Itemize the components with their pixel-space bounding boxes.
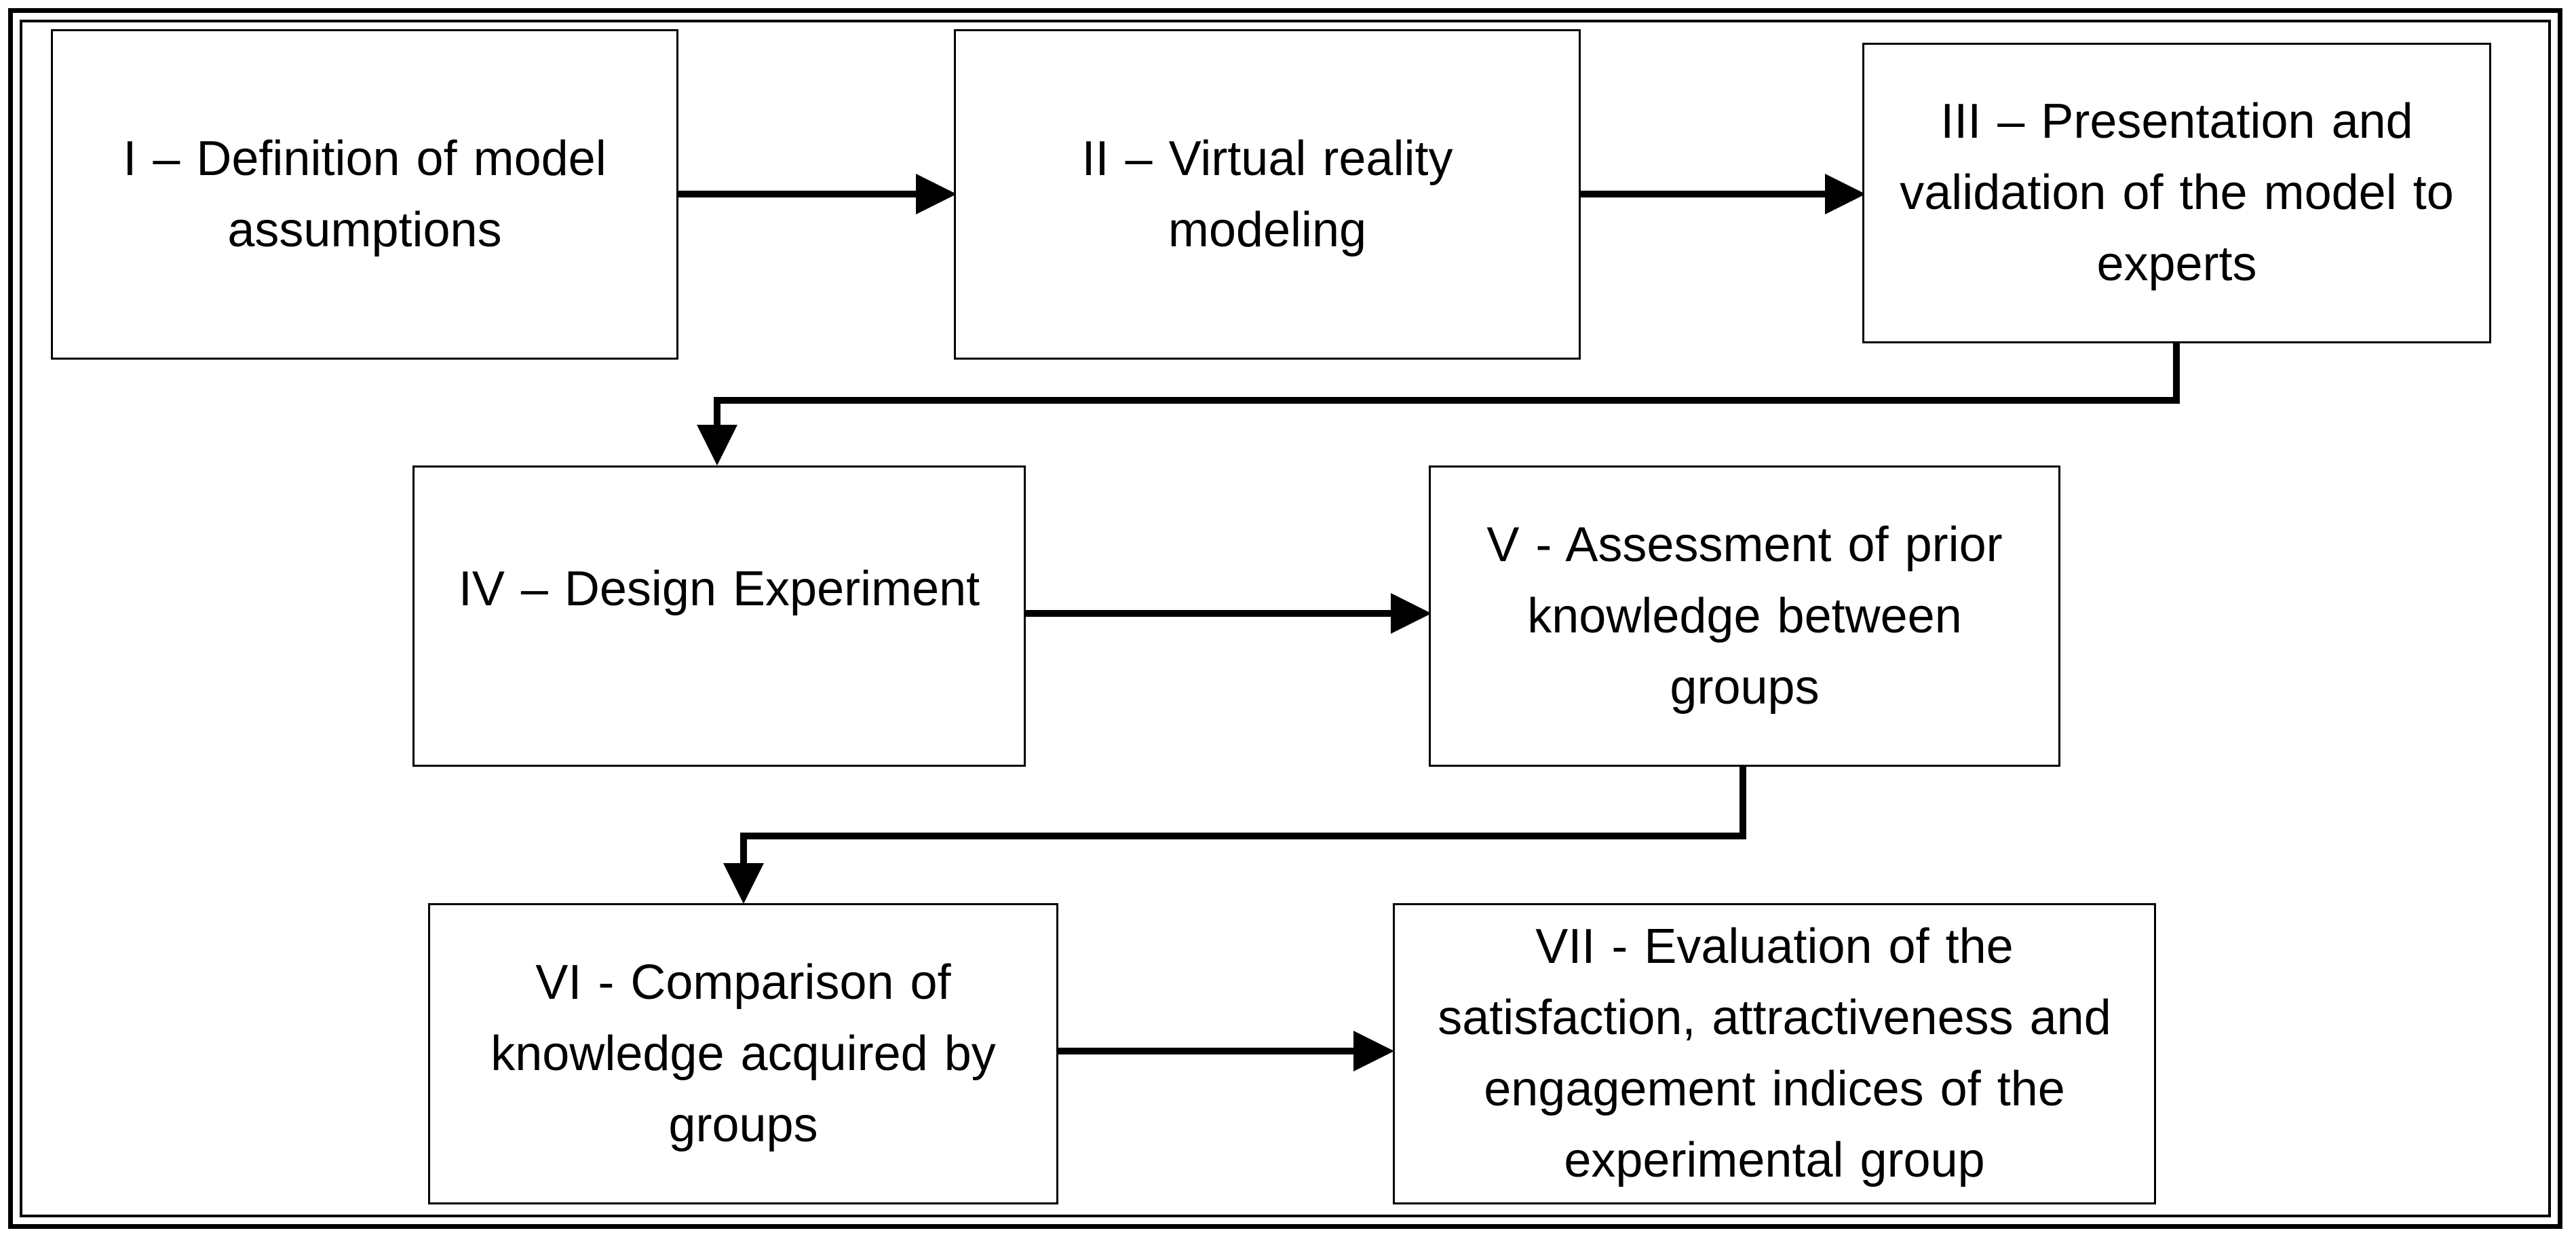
step-v-box: V - Assessment of prior knowledge betwee… xyxy=(1429,465,2060,767)
step-vii-label: VII - Evaluation of the satisfaction, at… xyxy=(1438,919,2111,1187)
step-iii-label: III – Presentation and validation of the… xyxy=(1900,94,2454,291)
step-iv-label: IV – Design Experiment xyxy=(458,561,980,616)
step-vi-box: VI - Comparison of knowledge acquired by… xyxy=(428,903,1058,1204)
diagram-outer-frame xyxy=(8,8,2562,1229)
step-i-label: I – Definition of model assumptions xyxy=(123,131,607,257)
step-ii-label: II – Virtual reality modeling xyxy=(1081,131,1453,257)
step-ii-box: II – Virtual reality modeling xyxy=(954,29,1581,360)
diagram-inner-frame xyxy=(20,20,2551,1217)
step-vii-box: VII - Evaluation of the satisfaction, at… xyxy=(1393,903,2156,1204)
step-i-box: I – Definition of model assumptions xyxy=(51,29,678,360)
step-v-label: V - Assessment of prior knowledge betwee… xyxy=(1486,517,2003,715)
step-iv-box: IV – Design Experiment xyxy=(412,465,1026,767)
step-iii-box: III – Presentation and validation of the… xyxy=(1862,43,2491,343)
step-vi-label: VI - Comparison of knowledge acquired by… xyxy=(491,955,996,1152)
